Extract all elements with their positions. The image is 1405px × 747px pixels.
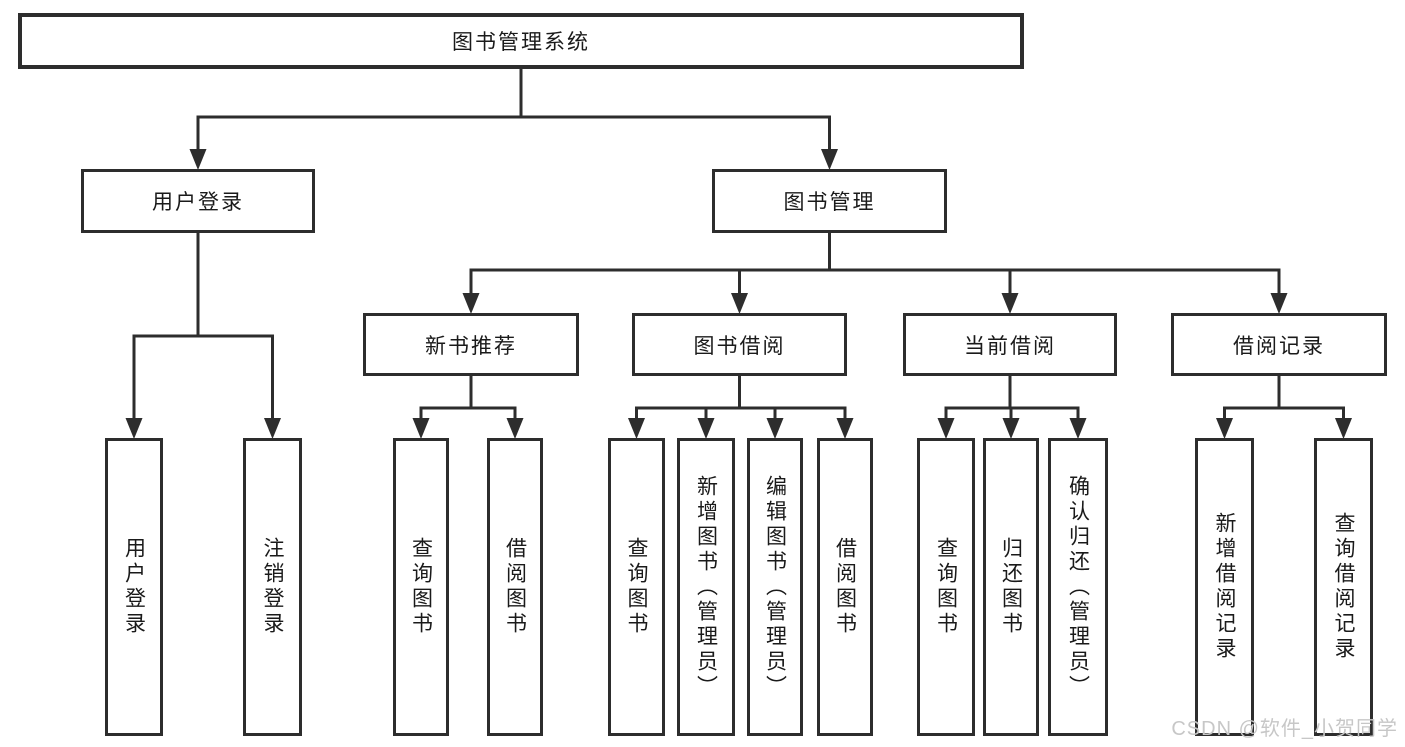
node-label-user-login: 用户登录 [152, 191, 244, 214]
node-label-new-book-recommend: 新书推荐 [425, 334, 517, 358]
node-label-leaf-edit-book: 编辑图书（管理员） [763, 474, 787, 700]
node-label-leaf-add-borrow-record: 新增借阅记录 [1213, 512, 1236, 662]
node-current-borrow: 当前借阅 [903, 313, 1117, 376]
node-label-leaf-query-book-3: 查询图书 [934, 537, 958, 637]
csdn-watermark: CSDN @软件_小贺同学 [1171, 718, 1398, 740]
node-label-leaf-query-book-2: 查询图书 [625, 537, 648, 637]
node-leaf-return-book: 归还图书 [983, 438, 1039, 736]
node-new-book-recommend: 新书推荐 [363, 313, 579, 376]
node-leaf-query-book-1: 查询图书 [393, 438, 449, 736]
node-label-leaf-add-book: 新增图书（管理员） [694, 474, 718, 700]
node-label-leaf-query-borrow-record: 查询借阅记录 [1332, 512, 1355, 662]
node-label-leaf-logout: 注销登录 [261, 537, 284, 637]
node-leaf-logout: 注销登录 [243, 438, 302, 736]
node-label-leaf-query-book-1: 查询图书 [409, 537, 433, 637]
node-label-leaf-return-book: 归还图书 [999, 537, 1023, 637]
node-label-book-borrow: 图书借阅 [693, 334, 786, 358]
node-root: 图书管理系统 [18, 13, 1024, 69]
node-label-leaf-confirm-return: 确认归还（管理员） [1066, 474, 1090, 700]
node-borrow-records: 借阅记录 [1171, 313, 1387, 376]
node-leaf-query-book-2: 查询图书 [608, 438, 665, 736]
node-leaf-user-login: 用户登录 [105, 438, 163, 736]
node-label-root: 图书管理系统 [452, 31, 590, 54]
node-leaf-borrow-book-2: 借阅图书 [817, 438, 873, 736]
node-label-leaf-borrow-book-1: 借阅图书 [503, 537, 527, 637]
node-label-current-borrow: 当前借阅 [964, 334, 1056, 358]
node-book-borrow: 图书借阅 [632, 313, 847, 376]
node-label-book-management: 图书管理 [783, 191, 876, 214]
node-user-login: 用户登录 [81, 169, 315, 233]
node-leaf-query-borrow-record: 查询借阅记录 [1314, 438, 1373, 736]
node-leaf-borrow-book-1: 借阅图书 [487, 438, 543, 736]
node-leaf-add-book: 新增图书（管理员） [677, 438, 735, 736]
node-leaf-query-book-3: 查询图书 [917, 438, 975, 736]
node-label-leaf-user-login: 用户登录 [122, 537, 146, 637]
node-book-management: 图书管理 [712, 169, 947, 233]
node-leaf-edit-book: 编辑图书（管理员） [747, 438, 803, 736]
node-leaf-add-borrow-record: 新增借阅记录 [1195, 438, 1254, 736]
node-label-borrow-records: 借阅记录 [1233, 334, 1325, 358]
node-label-leaf-borrow-book-2: 借阅图书 [833, 537, 857, 637]
node-leaf-confirm-return: 确认归还（管理员） [1048, 438, 1108, 736]
